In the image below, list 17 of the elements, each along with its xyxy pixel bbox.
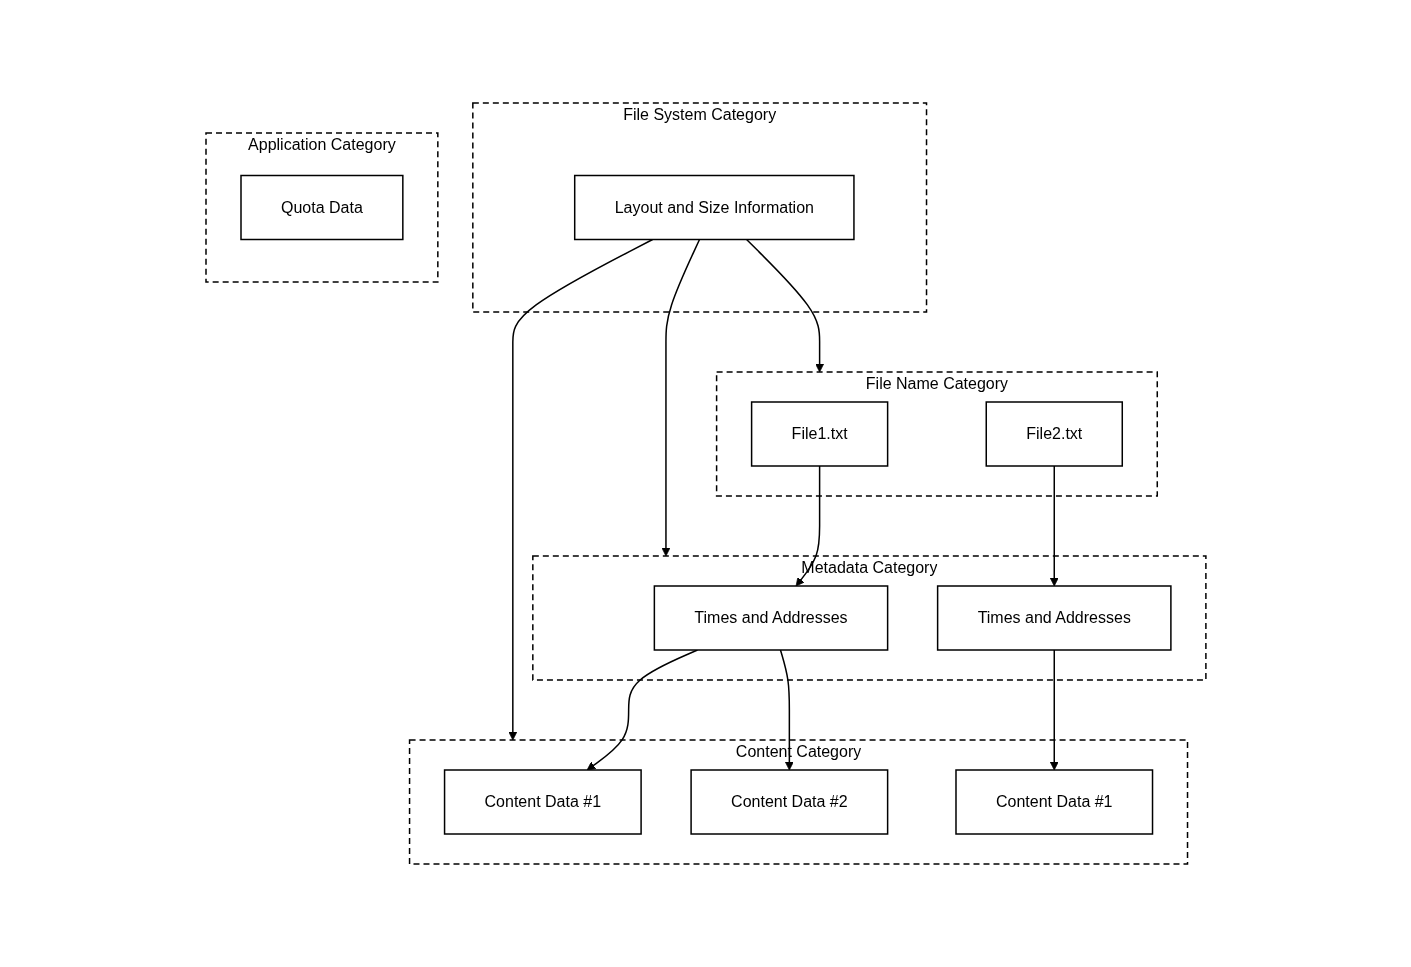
arrow <box>507 238 653 741</box>
arrow <box>1049 465 1059 587</box>
node-box: Content Data #2 <box>689 769 888 835</box>
node-box: File2.txt <box>985 401 1123 467</box>
arrow <box>661 238 700 557</box>
node-box: Times and Addresses <box>936 585 1172 651</box>
arrow <box>1049 649 1059 771</box>
node-box: Quota Data <box>239 174 404 241</box>
node-box: File1.txt <box>750 401 888 467</box>
arrow <box>745 238 824 373</box>
node-box: Content Data #1 <box>954 769 1153 835</box>
node-box: Times and Addresses <box>653 585 888 651</box>
node-box: Content Data #1 <box>443 769 642 835</box>
arrow <box>586 649 698 771</box>
arrow <box>795 465 820 587</box>
arrow <box>779 649 794 771</box>
node-box: Layout and Size Information <box>573 174 855 241</box>
